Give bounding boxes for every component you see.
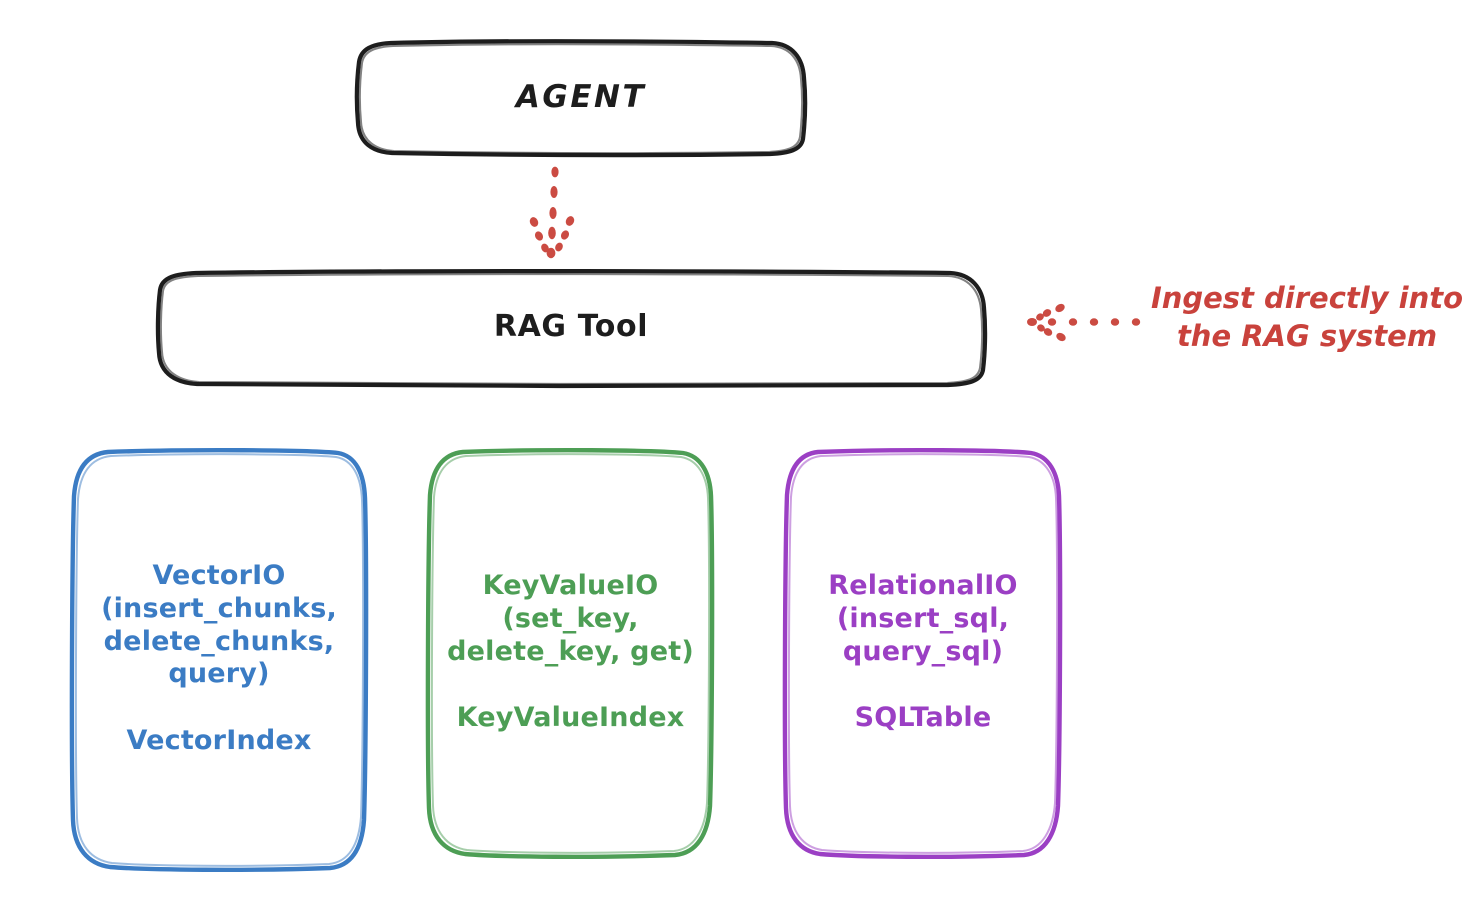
keyvalue-store-index-label: KeyValueIndex (456, 702, 685, 734)
agent-box[interactable] (354, 39, 808, 158)
relational-store-box[interactable] (782, 447, 1063, 860)
vector-store-box[interactable] (69, 447, 369, 873)
rag-tool-node-label: RAG Tool (493, 308, 649, 344)
relational-store-label: RelationalIO (insert_sql, query_sql) SQL… (785, 450, 1061, 855)
keyvalue-store-label: KeyValueIO (set_key, delete_key, get) Ke… (428, 450, 713, 855)
vector-store-index-label: VectorIndex (126, 725, 312, 757)
relational-store-index-label: SQLTable (854, 702, 992, 734)
ingest-annotation-text: Ingest directly into the RAG system (1150, 281, 1464, 353)
keyvalue-store-api-label: KeyValueIO (set_key, delete_key, get) (447, 569, 694, 667)
vector-store-label: VectorIO (insert_chunks, delete_chunks, … (72, 450, 366, 868)
agent-node-label: AGENT (515, 78, 647, 115)
vector-store-api-label: VectorIO (insert_chunks, delete_chunks, … (101, 559, 337, 690)
rag-tool-box[interactable] (155, 269, 988, 389)
relational-store-api-label: RelationalIO (insert_sql, query_sql) (828, 569, 1018, 667)
agent-to-ragtool-arrow (529, 166, 575, 259)
keyvalue-store-box[interactable] (425, 447, 715, 860)
ingest-arrow (1027, 303, 1141, 342)
